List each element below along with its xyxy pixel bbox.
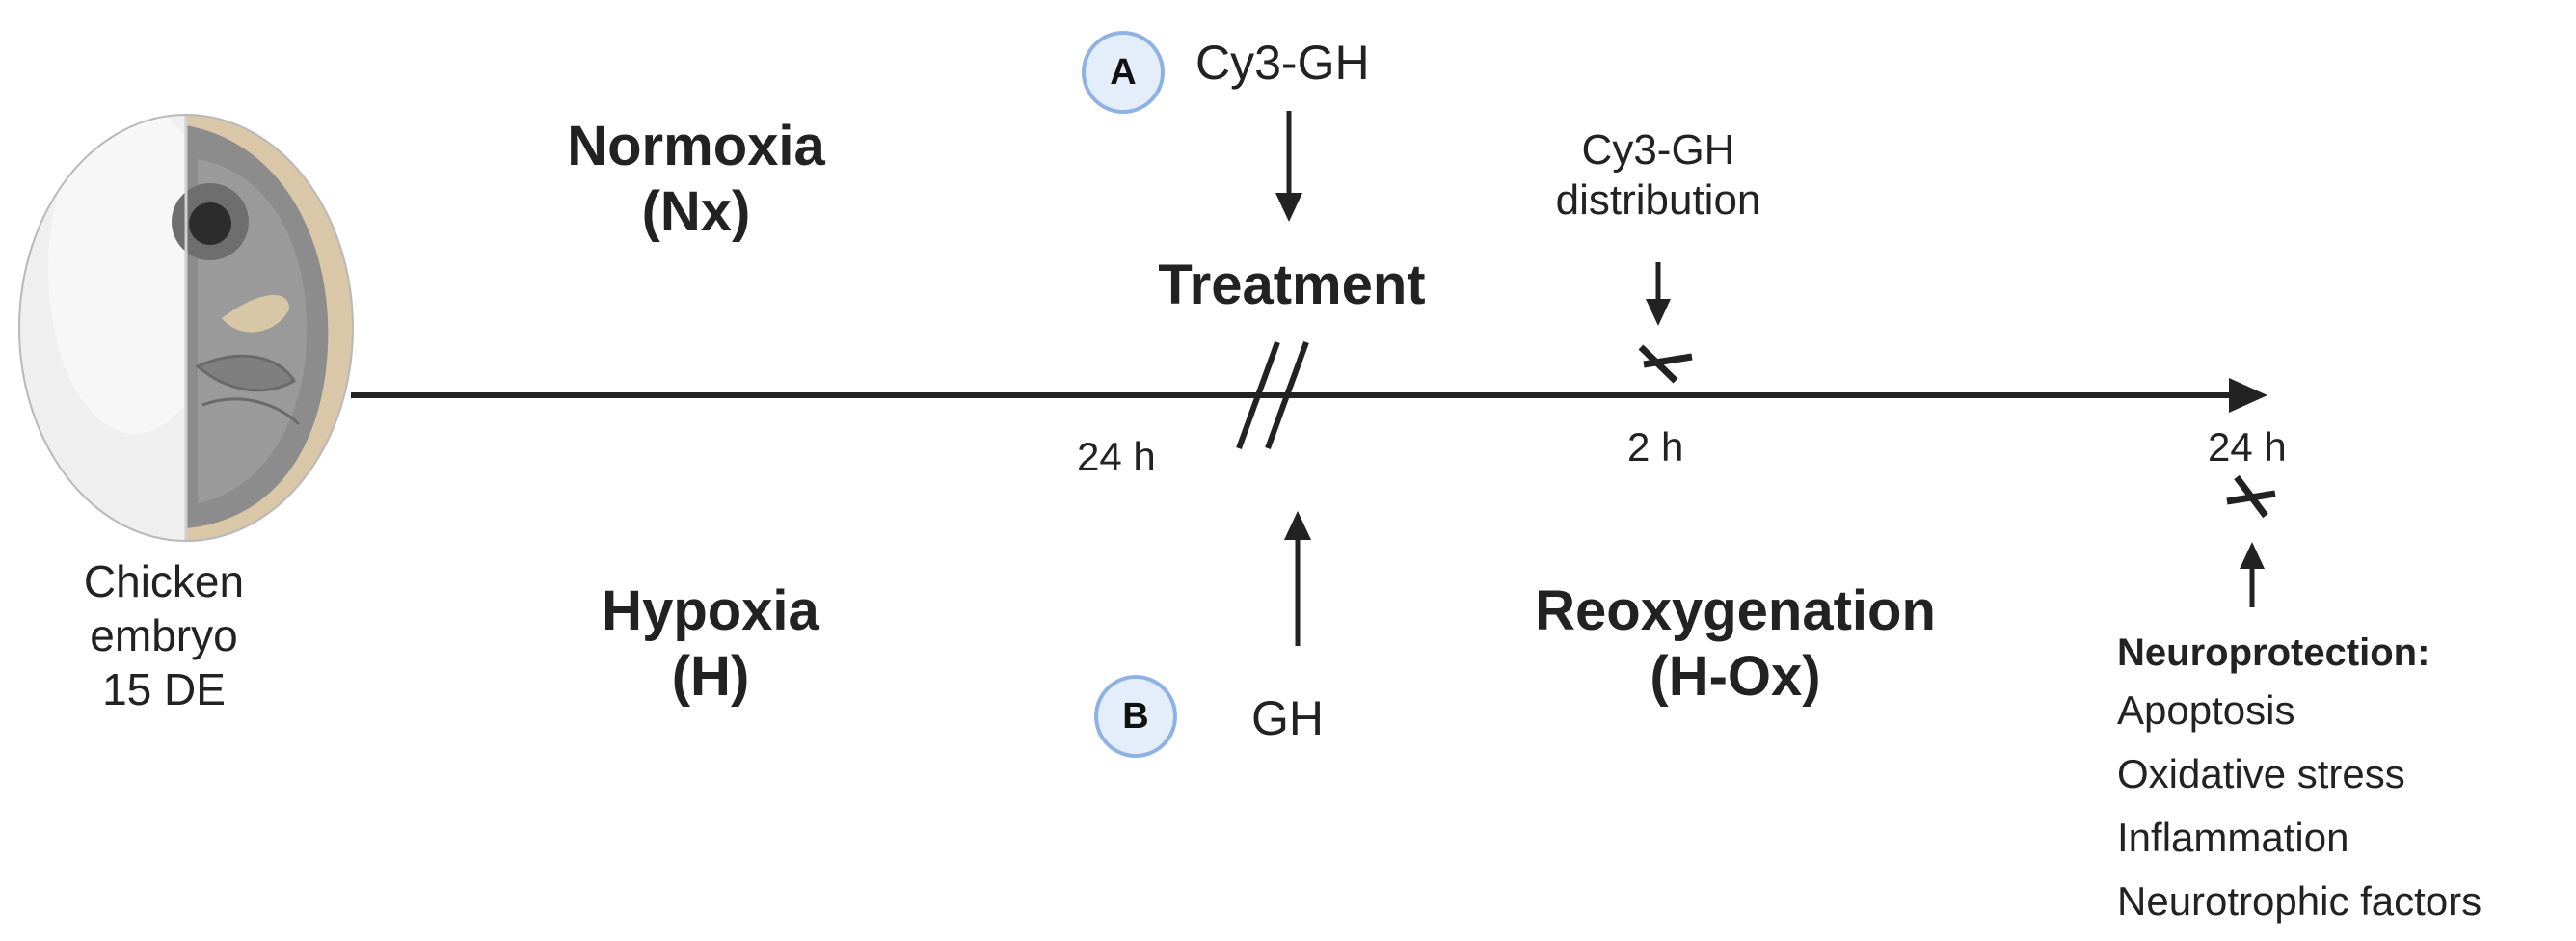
distribution-line2: distribution xyxy=(1555,176,1761,224)
marker-a-badge: A xyxy=(1082,31,1165,114)
normoxia-label: Normoxia (Nx) xyxy=(567,114,825,245)
marker-b-badge: B xyxy=(1094,675,1177,758)
chicken-egg-icon xyxy=(18,114,354,542)
reoxygenation-label: Reoxygenation (H-Ox) xyxy=(1535,578,1936,710)
timeline-arrowhead xyxy=(2229,378,2267,413)
arrow-neuroprotection-head xyxy=(2240,542,2265,569)
timepoint-2h: 2 h xyxy=(1627,424,1684,470)
arrow-b-head xyxy=(1284,511,1311,540)
marker-a-text: Cy3-GH xyxy=(1195,36,1370,90)
distribution-label: Cy3-GH distribution xyxy=(1556,125,1761,226)
normoxia-title: Normoxia xyxy=(567,115,825,177)
normoxia-abbrev: (Nx) xyxy=(641,180,751,243)
neuroprotection-item-apoptosis: Apoptosis xyxy=(2117,687,2295,733)
hypoxia-title: Hypoxia xyxy=(602,579,819,642)
neuroprotection-block: Neuroprotection: Apoptosis Oxidative str… xyxy=(2117,627,2482,933)
distribution-line1: Cy3-GH xyxy=(1581,126,1735,174)
tick-2h xyxy=(1638,344,1693,384)
egg-label-line3: 15 DE xyxy=(102,664,226,714)
egg-label-line2: embryo xyxy=(90,610,238,660)
neuroprotection-item-oxidative-stress: Oxidative stress xyxy=(2117,751,2405,796)
timeline-break-mark xyxy=(1236,340,1309,450)
treatment-label: Treatment xyxy=(1158,254,1426,316)
neuroprotection-item-inflammation: Inflammation xyxy=(2117,815,2349,860)
neuroprotection-title: Neuroprotection: xyxy=(2117,632,2430,674)
timepoint-24h-start: 24 h xyxy=(1077,434,1156,479)
hypoxia-label: Hypoxia (H) xyxy=(602,578,819,710)
reoxygenation-title: Reoxygenation xyxy=(1535,579,1936,642)
reoxygenation-abbrev: (H-Ox) xyxy=(1650,645,1821,708)
timepoint-24h-end: 24 h xyxy=(2208,424,2287,470)
egg-label-line1: Chicken xyxy=(83,556,245,606)
marker-b-text: GH xyxy=(1251,691,1324,745)
neuroprotection-item-neurotrophic-factors: Neurotrophic factors xyxy=(2117,878,2482,924)
arrow-a-head xyxy=(1275,193,1302,222)
arrow-distribution-head xyxy=(1646,299,1671,326)
tick-final-24h xyxy=(2226,474,2276,519)
egg-label: Chicken embryo 15 DE xyxy=(84,554,244,716)
hypoxia-abbrev: (H) xyxy=(671,645,750,708)
